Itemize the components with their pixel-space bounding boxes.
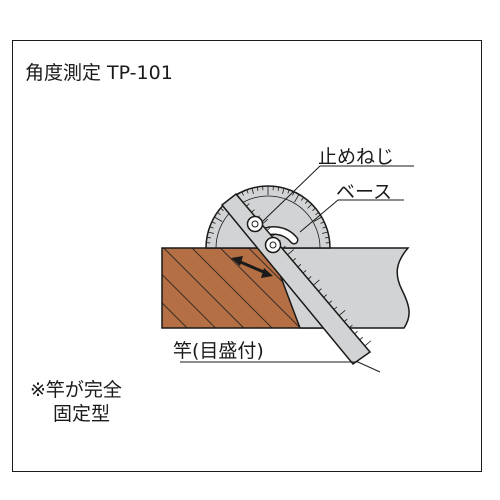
protractor-tick	[282, 188, 285, 195]
rod-tick	[349, 324, 353, 328]
rod-tick	[313, 279, 320, 286]
protractor-tick	[209, 226, 214, 229]
protractor-tick	[312, 207, 316, 212]
protractor-tick	[246, 189, 249, 194]
protractor-tick	[241, 191, 244, 196]
leader-rod	[180, 361, 381, 373]
protractor-tick	[322, 226, 327, 229]
rod-tick	[266, 227, 271, 231]
rod-tick	[297, 264, 302, 268]
protractor-tick	[256, 186, 259, 191]
rod-tick	[246, 203, 250, 207]
rod-tick	[359, 336, 364, 341]
protractor-tick	[294, 194, 300, 203]
rod-tick	[364, 340, 372, 347]
protractor-tick	[251, 188, 254, 195]
rod-tick	[307, 276, 312, 280]
set-screw-lower	[264, 236, 282, 254]
rod-tick	[251, 209, 255, 213]
protractor-tick	[206, 236, 211, 239]
rod-tick	[328, 300, 333, 304]
rod-tick	[287, 249, 294, 256]
rod-tick	[318, 288, 322, 292]
protractor-tick	[277, 186, 280, 191]
label-base: ベース	[336, 181, 393, 203]
label-set-screw: 止めねじ	[318, 146, 395, 168]
protractor-tick	[292, 191, 295, 196]
rod-tick	[302, 270, 307, 274]
protractor-tick	[287, 189, 290, 194]
protractor-tick	[211, 221, 216, 224]
leader-screw	[261, 165, 414, 223]
protractor-tick	[315, 212, 320, 216]
rod-tick	[343, 318, 348, 322]
protractor-tick	[300, 196, 304, 201]
protractor-tick	[208, 231, 215, 234]
set-screw-upper	[246, 215, 264, 233]
rod-tick	[333, 306, 338, 310]
protractor-tick	[216, 212, 221, 216]
diagram-title: 角度測定 TP-101	[25, 62, 173, 84]
protractor-tick	[220, 207, 224, 212]
rod-tick	[354, 330, 358, 335]
protractor-tick	[313, 216, 322, 222]
rod-tick	[271, 233, 276, 237]
note-line-2: 固定型	[53, 403, 111, 425]
leader-base	[299, 199, 404, 233]
rod-tick	[292, 257, 297, 262]
rod-tick	[323, 294, 327, 298]
protractor-tick	[214, 216, 223, 222]
protractor-tick	[321, 231, 328, 234]
base-plate	[268, 247, 410, 329]
protractor-tick	[320, 221, 325, 224]
label-rod: 竿(目盛付)	[173, 340, 264, 362]
rod-tick	[282, 245, 286, 249]
fixed-rod-note: ※竿が完全 固定型	[30, 378, 122, 426]
double-arrow-icon	[231, 256, 273, 278]
protractor-tick	[307, 203, 313, 209]
protractor-tick	[325, 236, 330, 239]
rod-tick	[338, 310, 346, 316]
note-line-1: ※竿が完全	[30, 379, 122, 401]
protractor-tick	[304, 200, 309, 204]
